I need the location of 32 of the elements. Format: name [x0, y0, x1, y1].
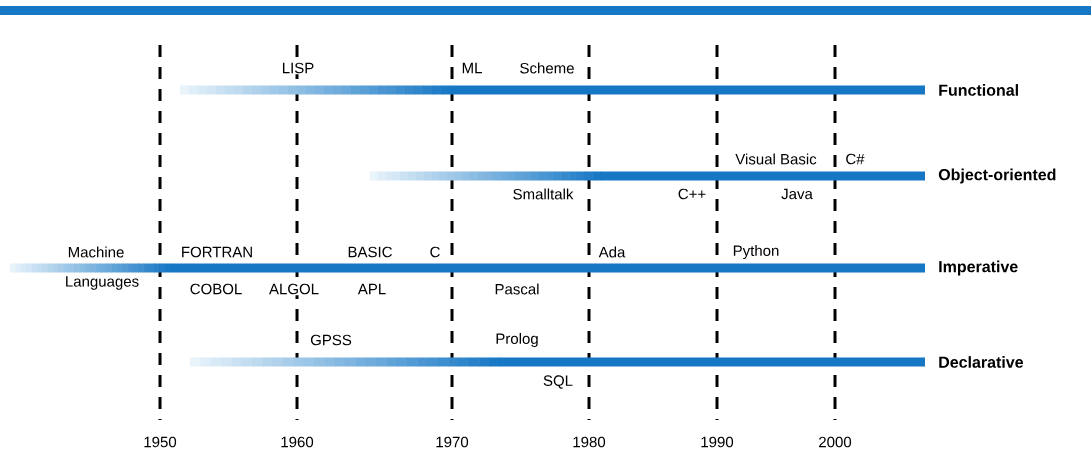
language-label: FORTRAN	[179, 245, 255, 259]
language-label: Pascal	[493, 282, 541, 296]
language-label: Smalltalk	[511, 187, 575, 201]
language-label: Machine	[66, 245, 126, 259]
language-label: APL	[356, 282, 388, 296]
language-label: Ada	[597, 245, 627, 259]
year-label: 1980	[573, 436, 606, 448]
language-label: SQL	[542, 374, 574, 390]
paradigm-label: Functional	[939, 84, 1018, 96]
language-label: Visual Basic	[734, 152, 818, 166]
year-label: 1970	[436, 436, 469, 448]
year-label: 1960	[281, 436, 314, 448]
language-label: Python	[731, 244, 781, 260]
language-label: COBOL	[188, 282, 244, 296]
year-label: 2000	[819, 436, 852, 448]
language-label: LISP	[280, 61, 316, 75]
paradigm-label: Declarative	[939, 356, 1024, 368]
language-label: Scheme	[518, 61, 576, 75]
paradigm-label: Imperative	[939, 260, 1018, 276]
language-label: ALGOL	[268, 282, 320, 296]
language-label: BASIC	[346, 245, 394, 259]
language-label: C#	[844, 152, 866, 166]
language-label: GPSS	[309, 333, 353, 347]
language-label: Languages	[63, 275, 141, 291]
language-label: Prolog	[494, 332, 540, 348]
language-label: ML	[460, 61, 484, 75]
paradigm-label: Object-oriented	[938, 168, 1056, 184]
language-label: Java	[780, 187, 814, 201]
language-label: C++	[676, 187, 708, 201]
language-label: C	[428, 245, 442, 259]
year-label: 1950	[144, 436, 177, 448]
year-label: 1990	[701, 436, 734, 448]
